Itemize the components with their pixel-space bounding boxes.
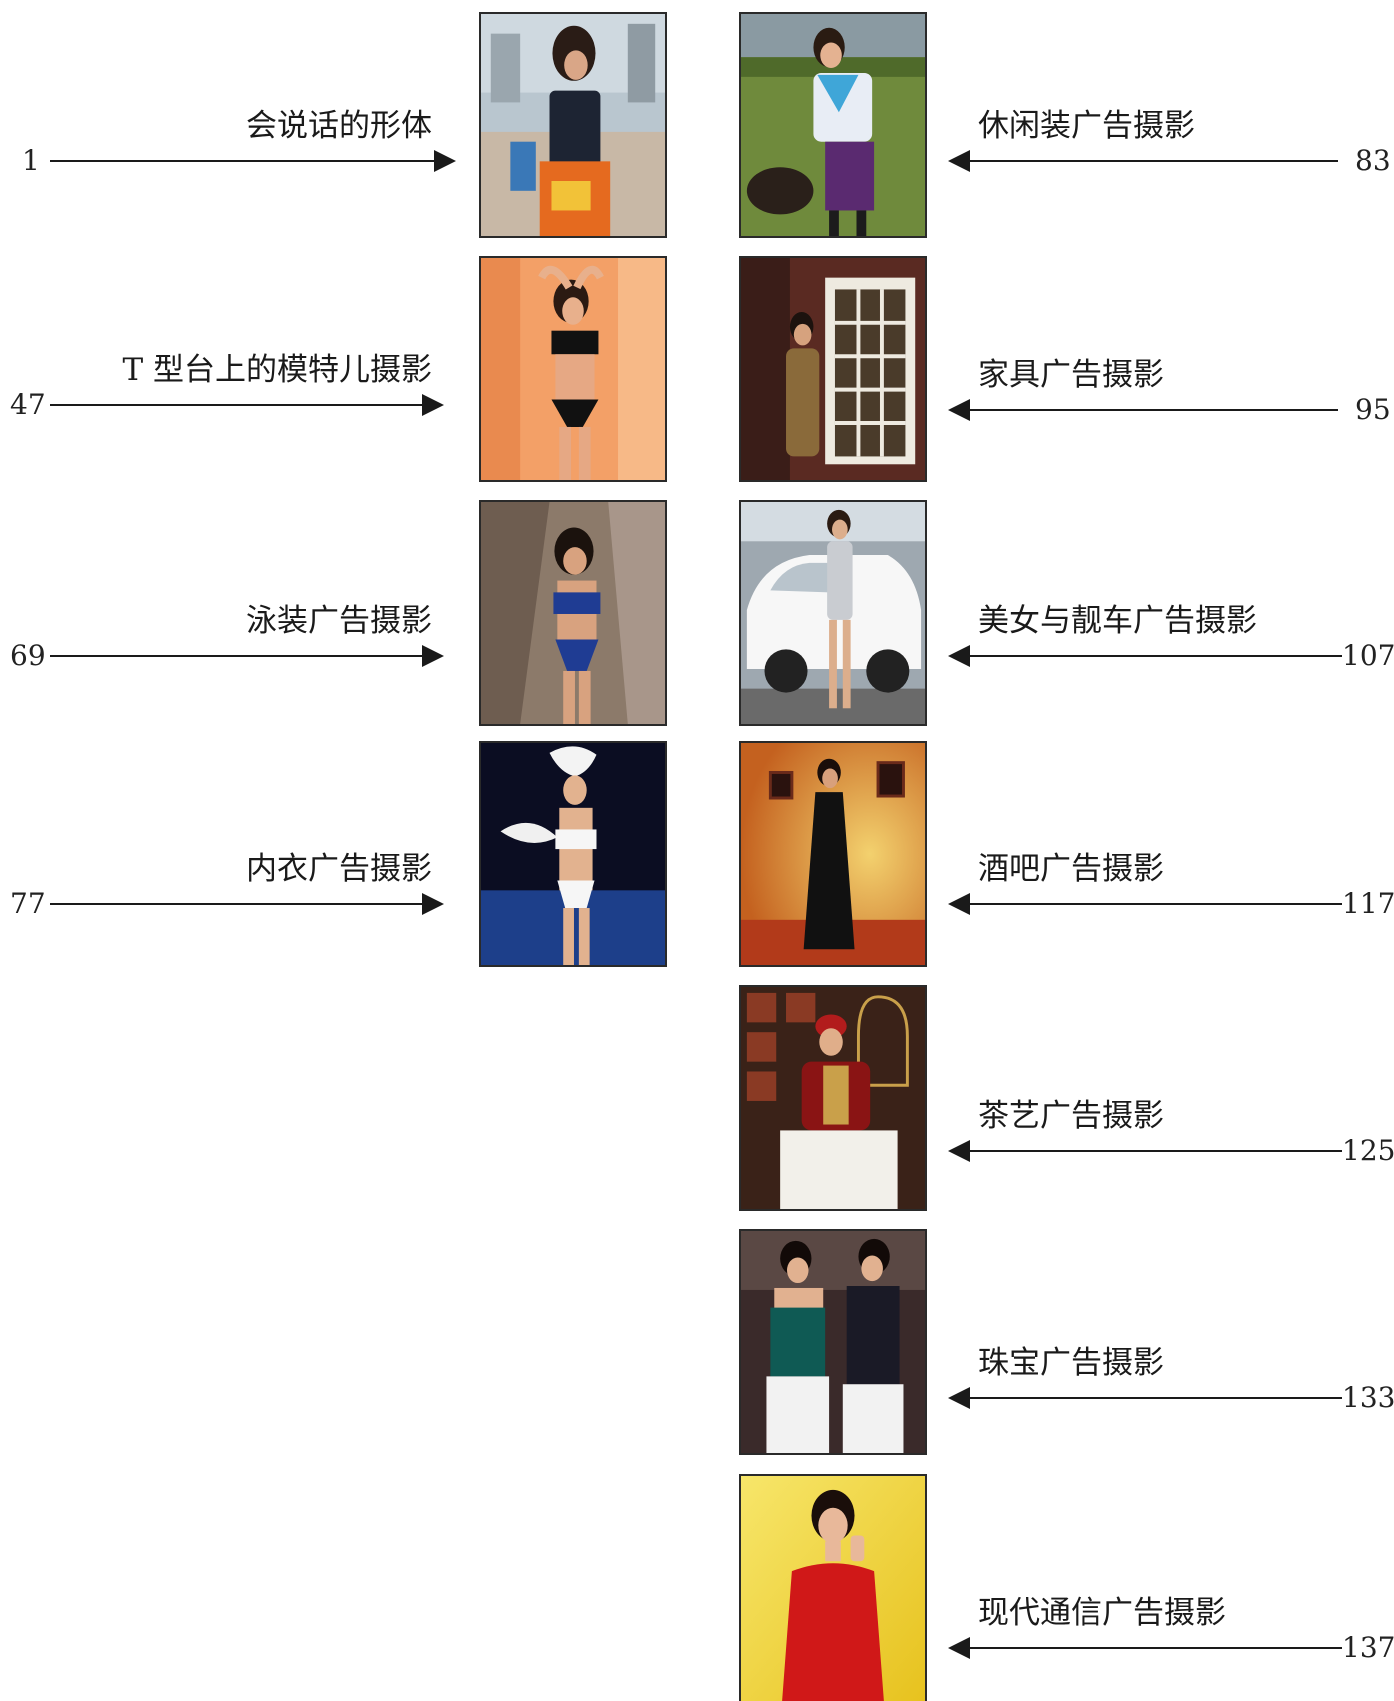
chapter-title: 酒吧广告摄影 [978, 851, 1164, 887]
arrow-left-icon [948, 1387, 1342, 1409]
chapter-title: 茶艺广告摄影 [978, 1098, 1164, 1134]
arrow-left-icon [948, 399, 1338, 421]
casual-wear-dog-photo [739, 12, 927, 238]
arrow-left-icon [948, 645, 1342, 667]
page-number: 47 [10, 388, 46, 421]
toc-entry-left-1[interactable]: 1 会说话的形体 [22, 108, 462, 177]
chapter-title: 珠宝广告摄影 [978, 1345, 1164, 1381]
page-number: 107 [1342, 639, 1394, 672]
model-city-street-photo [479, 12, 667, 238]
toc-entry-left-2[interactable]: 47 T 型台上的模特儿摄影 [10, 352, 462, 421]
lingerie-feather-photo [479, 741, 667, 967]
page-number: 95 [1355, 393, 1391, 426]
page-number: 137 [1342, 1631, 1394, 1664]
chapter-title: 家具广告摄影 [978, 357, 1164, 393]
swimsuit-rock-photo [479, 500, 667, 726]
model-runway-bikini-photo [479, 256, 667, 482]
arrow-right-icon [50, 394, 444, 416]
toc-entry-right-1[interactable]: 休闲装广告摄影 83 [948, 108, 1391, 177]
page-number: 69 [10, 639, 46, 672]
jewelry-two-women-photo [739, 1229, 927, 1455]
chapter-title: 休闲装广告摄影 [978, 108, 1195, 144]
page-number: 77 [10, 887, 46, 920]
arrow-left-icon [948, 150, 1338, 172]
chapter-title: 现代通信广告摄影 [978, 1595, 1226, 1631]
chapter-title: 内衣广告摄影 [246, 851, 432, 887]
toc-entry-right-4[interactable]: 酒吧广告摄影 117 [948, 851, 1394, 919]
furniture-door-photo [739, 256, 927, 482]
arrow-right-icon [50, 893, 444, 915]
toc-entry-left-4[interactable]: 77 内衣广告摄影 [10, 851, 462, 920]
arrow-right-icon [50, 645, 444, 667]
arrow-left-icon [948, 1140, 1342, 1162]
chapter-title: 泳装广告摄影 [246, 603, 432, 639]
chapter-title: 美女与靓车广告摄影 [978, 603, 1257, 639]
chapter-title: T 型台上的模特儿摄影 [122, 352, 432, 388]
toc-entry-left-3[interactable]: 69 泳装广告摄影 [10, 603, 462, 672]
phone-model-photo [739, 1474, 927, 1701]
bar-model-photo [739, 741, 927, 967]
toc-entry-right-7[interactable]: 现代通信广告摄影 137 [948, 1595, 1394, 1663]
toc-entry-right-5[interactable]: 茶艺广告摄影 125 [948, 1098, 1394, 1166]
page-number: 117 [1342, 887, 1394, 920]
page-number: 133 [1342, 1381, 1394, 1414]
car-model-photo [739, 500, 927, 726]
tea-art-birdcage-photo [739, 985, 927, 1211]
toc-entry-right-6[interactable]: 珠宝广告摄影 133 [948, 1345, 1394, 1413]
toc-entry-right-3[interactable]: 美女与靓车广告摄影 107 [948, 603, 1394, 671]
page-number: 125 [1342, 1134, 1394, 1167]
page-number: 1 [22, 144, 40, 177]
arrow-right-icon [50, 150, 456, 172]
chapter-title: 会说话的形体 [246, 108, 432, 144]
arrow-left-icon [948, 1637, 1342, 1659]
page-number: 83 [1355, 144, 1391, 177]
toc-entry-right-2[interactable]: 家具广告摄影 95 [948, 357, 1391, 426]
arrow-left-icon [948, 893, 1342, 915]
